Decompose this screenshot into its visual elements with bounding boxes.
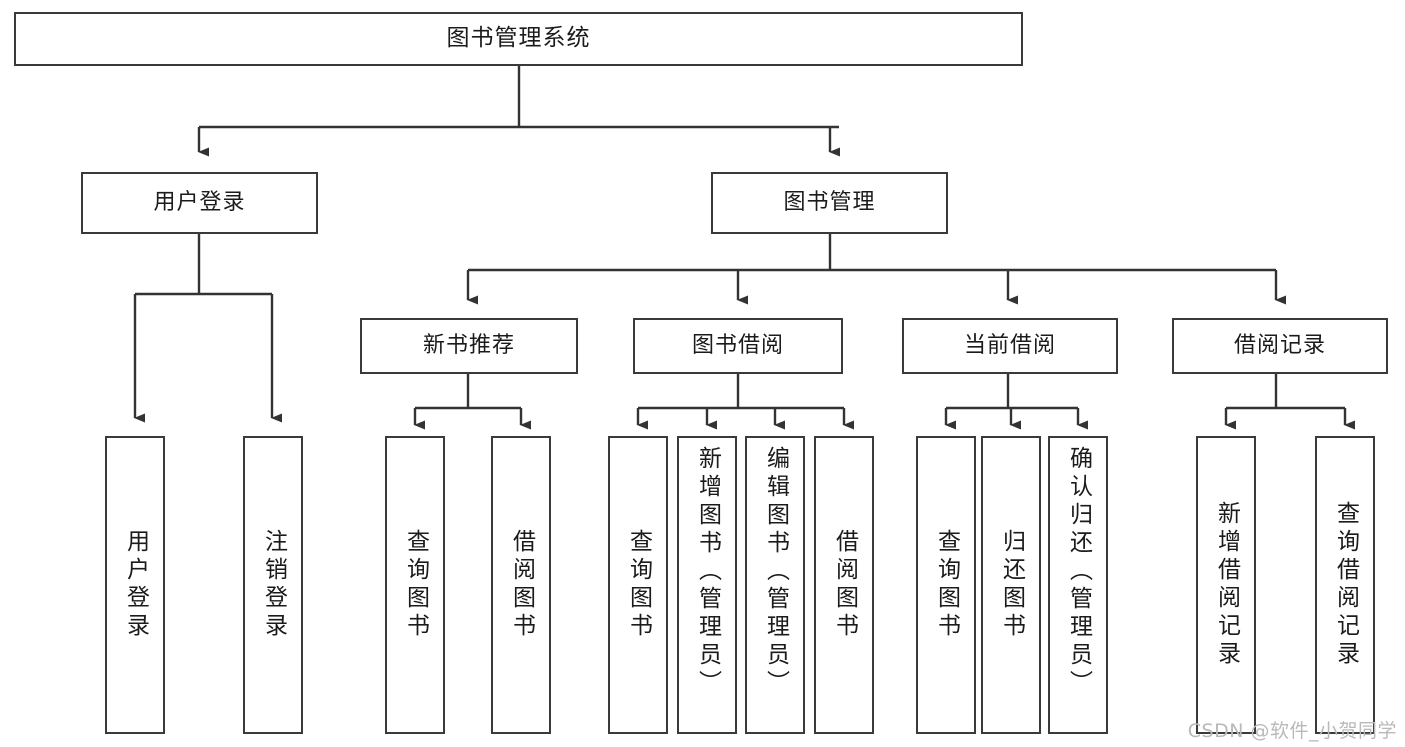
- csdn-watermark: CSDN @软件_小贺同学: [1187, 720, 1397, 742]
- leaf-confirm-return-admin[interactable]: 确认归还（管理员）: [1048, 436, 1108, 734]
- node-user-login[interactable]: 用户登录: [81, 172, 318, 234]
- node-label: 用户登录: [122, 529, 149, 641]
- leaf-query-book-current[interactable]: 查询图书: [916, 436, 976, 734]
- leaf-return-book[interactable]: 归还图书: [981, 436, 1041, 734]
- node-label: 图书借阅: [691, 333, 784, 359]
- node-current-borrowing[interactable]: 当前借阅: [902, 318, 1118, 374]
- leaf-user-login[interactable]: 用户登录: [105, 436, 165, 734]
- node-label: 新增图书（管理员）: [694, 446, 721, 698]
- node-label: 当前借阅: [963, 333, 1056, 359]
- node-label: 注销登录: [260, 529, 287, 641]
- leaf-logout[interactable]: 注销登录: [243, 436, 303, 734]
- leaf-edit-book-admin[interactable]: 编辑图书（管理员）: [745, 436, 805, 734]
- leaf-add-borrow-record[interactable]: 新增借阅记录: [1196, 436, 1256, 734]
- leaf-query-book-borrowing[interactable]: 查询图书: [608, 436, 668, 734]
- node-label: 借阅图书: [508, 529, 535, 641]
- leaf-borrow-book-new-recommend[interactable]: 借阅图书: [491, 436, 551, 734]
- node-label: 查询图书: [402, 529, 429, 641]
- node-label: 确认归还（管理员）: [1065, 446, 1092, 698]
- node-label: 图书管理系统: [446, 25, 591, 52]
- node-label: 新增借阅记录: [1213, 501, 1240, 669]
- node-label: 用户登录: [153, 190, 246, 216]
- leaf-borrow-book-borrowing[interactable]: 借阅图书: [814, 436, 874, 734]
- leaf-query-book-new-recommend[interactable]: 查询图书: [385, 436, 445, 734]
- node-root-book-management-system[interactable]: 图书管理系统: [14, 12, 1023, 66]
- node-label: 编辑图书（管理员）: [762, 446, 789, 698]
- node-label: 归还图书: [998, 529, 1025, 641]
- node-label: 借阅图书: [831, 529, 858, 641]
- leaf-add-book-admin[interactable]: 新增图书（管理员）: [677, 436, 737, 734]
- node-label: 借阅记录: [1233, 333, 1326, 359]
- node-borrowing-records[interactable]: 借阅记录: [1172, 318, 1388, 374]
- node-new-book-recommendation[interactable]: 新书推荐: [360, 318, 578, 374]
- node-book-management[interactable]: 图书管理: [711, 172, 948, 234]
- node-book-borrowing[interactable]: 图书借阅: [633, 318, 843, 374]
- node-label: 图书管理: [783, 190, 876, 216]
- node-label: 新书推荐: [422, 333, 515, 359]
- node-label: 查询图书: [625, 529, 652, 641]
- node-label: 查询图书: [933, 529, 960, 641]
- leaf-query-borrow-record[interactable]: 查询借阅记录: [1315, 436, 1375, 734]
- node-label: 查询借阅记录: [1332, 501, 1359, 669]
